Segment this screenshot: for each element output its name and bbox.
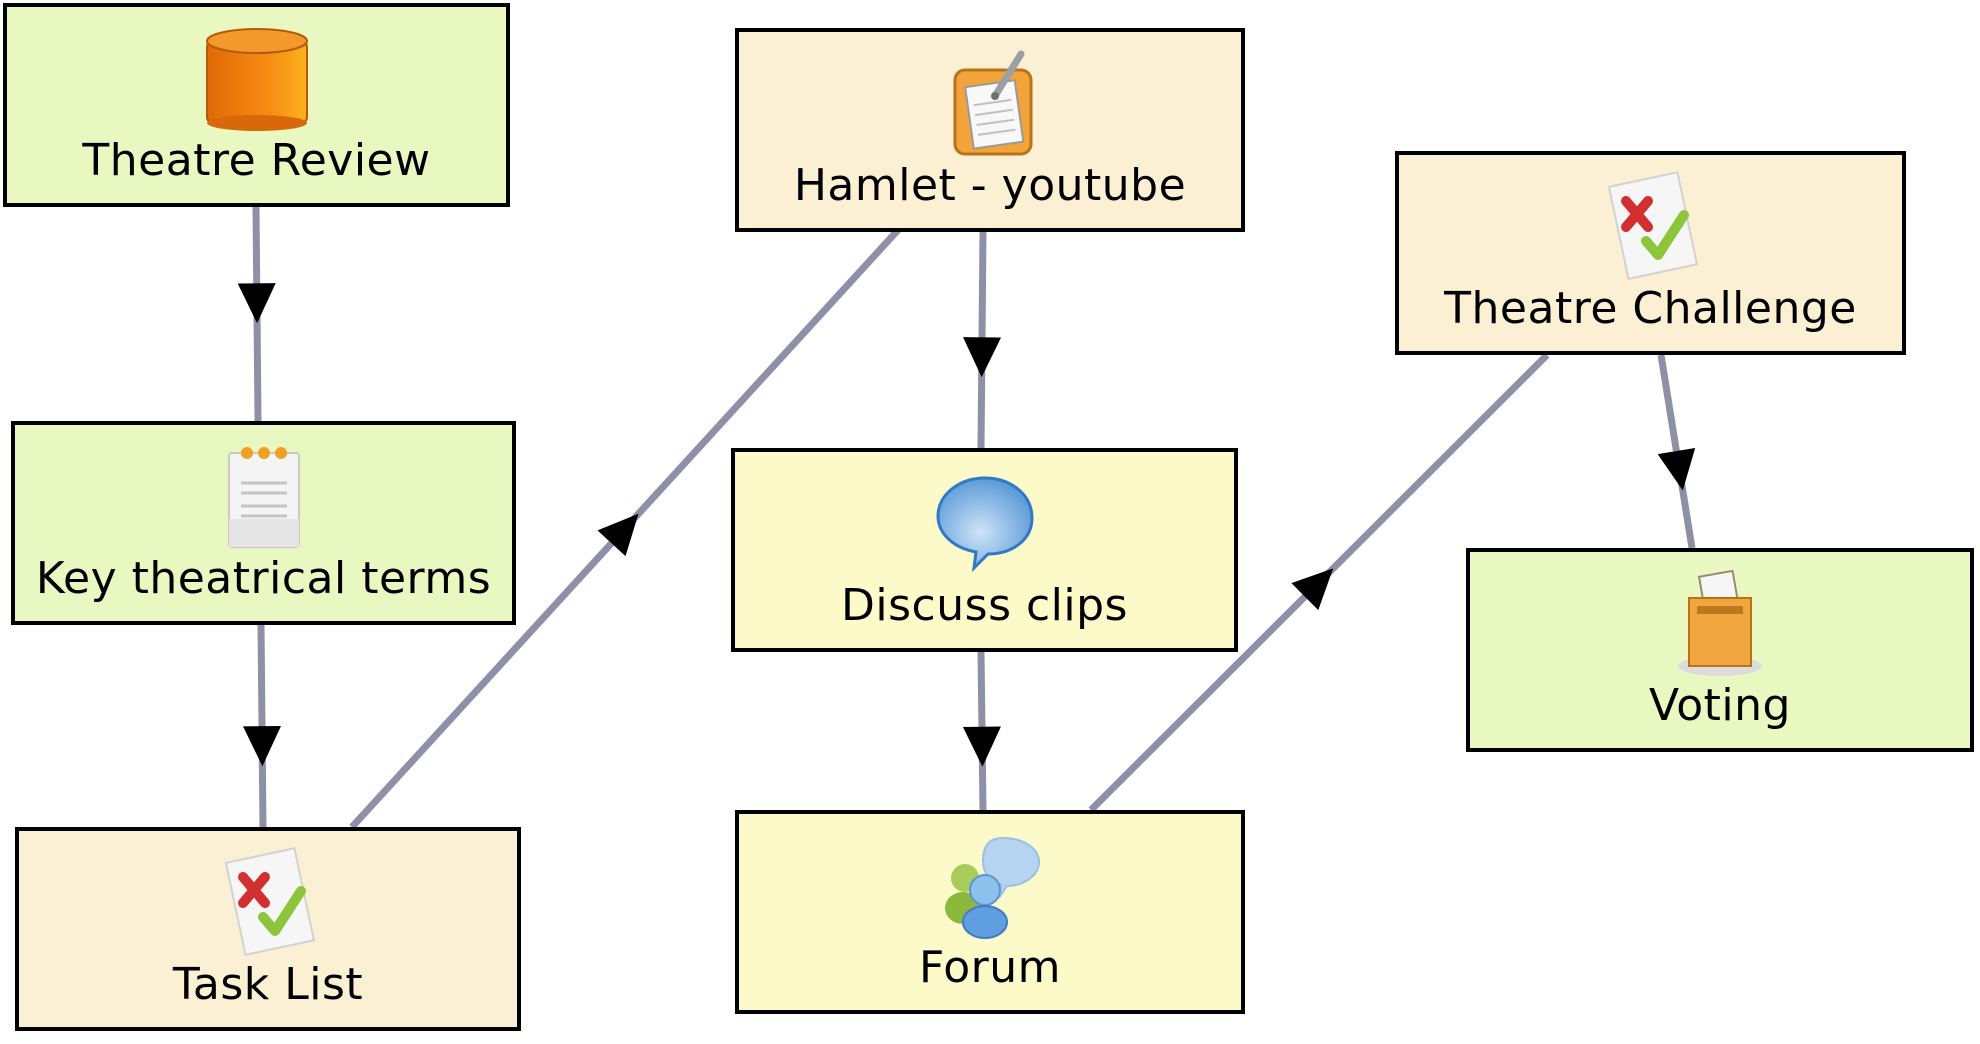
arrowhead-tasks-hamlet (597, 513, 639, 557)
node-theatre-review[interactable]: Theatre Review (3, 3, 510, 207)
node-label: Discuss clips (841, 580, 1128, 631)
notepad-icon (227, 447, 300, 548)
node-label: Task List (172, 959, 364, 1010)
node-label: Hamlet - youtube (793, 160, 1187, 211)
arrowhead-terms-tasks (243, 726, 282, 767)
node-discuss-clips[interactable]: Discuss clips (731, 448, 1238, 652)
database-cylinder-icon (205, 28, 308, 131)
node-label: Forum (919, 942, 1061, 993)
speech-bubble-icon (935, 476, 1034, 573)
connector-terms-tasks (257, 624, 267, 828)
arrowhead-forum-challenge (1291, 568, 1334, 611)
ballot-box-icon (1678, 569, 1762, 676)
task-checklist-icon (224, 847, 316, 957)
arrowhead-challenge-voting (1657, 448, 1696, 491)
node-hamlet-youtube[interactable]: Hamlet - youtube (735, 28, 1245, 232)
arrowhead-review-terms (237, 283, 276, 324)
arrowhead-hamlet-discuss (963, 337, 1002, 378)
node-label: Voting (1649, 680, 1791, 731)
node-label: Theatre Challenge (1444, 283, 1857, 334)
task-checklist-icon (1607, 171, 1698, 281)
node-forum[interactable]: Forum (735, 810, 1245, 1014)
node-key-theatrical-terms[interactable]: Key theatrical terms (11, 421, 516, 625)
node-label: Key theatrical terms (35, 553, 492, 604)
node-label: Theatre Review (82, 135, 431, 186)
arrowhead-discuss-forum (962, 726, 1001, 767)
node-voting[interactable]: Voting (1466, 548, 1974, 752)
node-theatre-challenge[interactable]: Theatre Challenge (1395, 151, 1906, 355)
clipboard-notes-icon (953, 50, 1033, 156)
forum-users-icon (945, 836, 1041, 939)
node-task-list[interactable]: Task List (15, 827, 521, 1031)
